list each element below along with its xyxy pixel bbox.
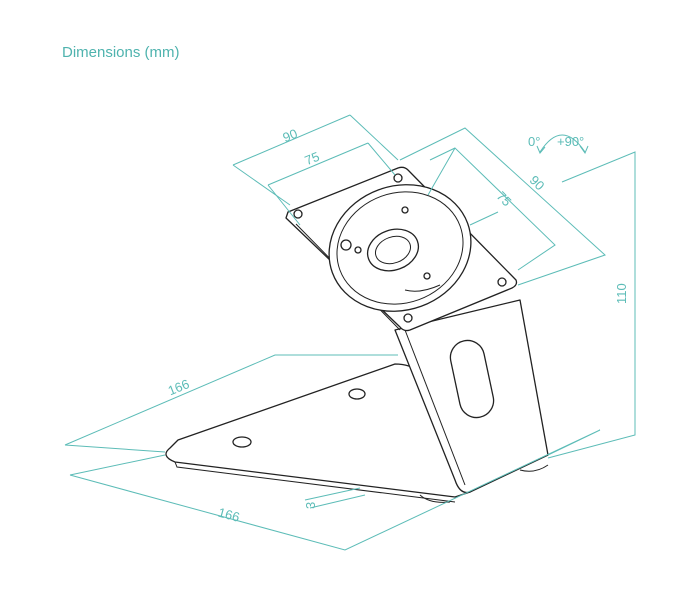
base-plate [165, 363, 549, 503]
diagram-title: Dimensions (mm) [62, 44, 180, 61]
rotation-start-label: 0° [528, 134, 540, 149]
dim-base-thickness: 3 [303, 502, 318, 509]
dim-base-depth: 166 [166, 376, 192, 398]
rotation-end-label: +90° [557, 134, 584, 149]
cable-slot [449, 339, 495, 419]
dimension-lines [64, 114, 636, 551]
dim-base-width: 166 [217, 505, 242, 525]
dim-plate-width-outer: 90 [281, 126, 300, 145]
dim-plate-width-holes: 75 [303, 149, 322, 168]
dim-total-height: 110 [614, 283, 629, 304]
dim-plate-height-holes: 75 [494, 188, 515, 209]
upright-arm [394, 299, 549, 494]
dim-plate-height-outer: 90 [527, 172, 548, 193]
mount-plate [285, 166, 518, 332]
